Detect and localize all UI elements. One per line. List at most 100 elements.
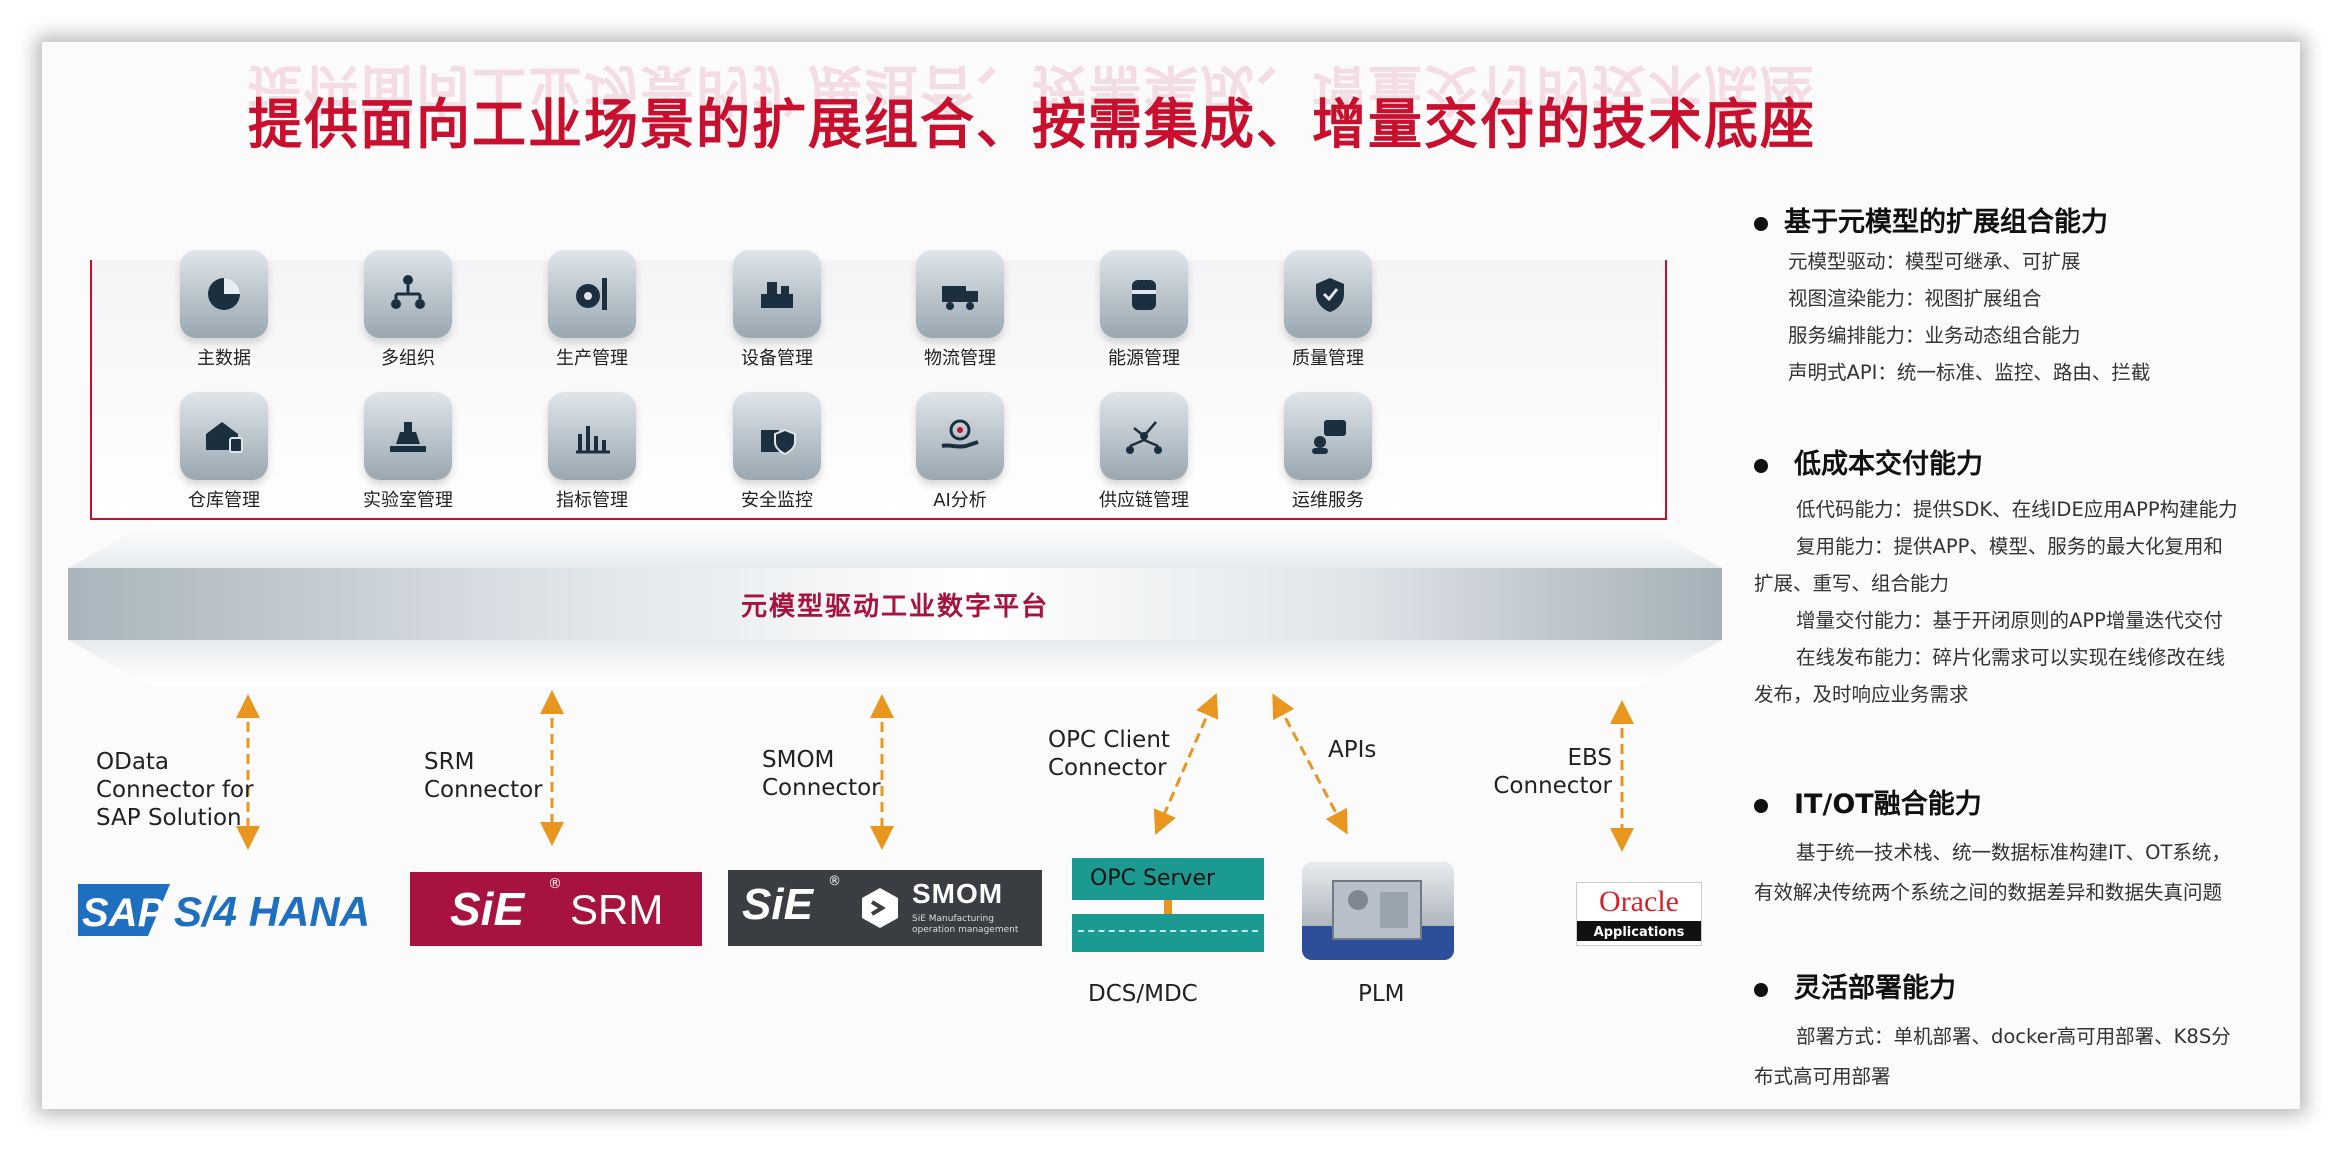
module-label: 运维服务 — [1292, 490, 1364, 511]
service-chat-icon — [1284, 392, 1372, 480]
feature-item: 布式高可用部署 — [1754, 1065, 1891, 1088]
feature-heading: 灵活部署能力 — [1794, 973, 1956, 1004]
module-tile[interactable]: 实验室管理 — [313, 392, 503, 532]
module-tile[interactable]: 生产管理 — [497, 250, 687, 390]
module-tile[interactable]: 指标管理 — [497, 392, 687, 532]
sap-connector-label: OData Connector for SAP Solution — [96, 749, 254, 831]
feature-section-4: 灵活部署能力 部署方式：单机部署、docker高可用部署、K8S分 布式高可用部… — [1754, 966, 2300, 1097]
sap-logo: SAP S/4 HANA — [78, 880, 378, 940]
truck-icon — [916, 250, 1004, 338]
feature-item: 增量交付能力：基于开闭原则的APP增量迭代交付 — [1796, 609, 2223, 632]
module-label: 实验室管理 — [363, 490, 453, 511]
module-tile[interactable]: 供应链管理 — [1049, 392, 1239, 532]
module-tile[interactable]: 多组织 — [313, 250, 503, 390]
module-label: 能源管理 — [1108, 348, 1180, 369]
feature-section-2: 低成本交付能力 低代码能力：提供SDK、在线IDE应用APP构建能力 复用能力：… — [1754, 442, 2300, 713]
feature-item: 视图渲染能力：视图扩展组合 — [1788, 287, 2042, 310]
bullet-icon — [1754, 798, 1768, 813]
safety-shield-icon — [733, 392, 821, 480]
plm-label: PLM — [1358, 981, 1405, 1007]
org-chart-icon — [364, 250, 452, 338]
feature-item: 在线发布能力：碎片化需求可以实现在线修改在线 — [1796, 646, 2226, 669]
gear-wrench-icon — [548, 250, 636, 338]
sie-srm-logo: SiE ® SRM — [410, 872, 702, 946]
module-label: 安全监控 — [741, 490, 813, 511]
module-tile[interactable]: 仓库管理 — [129, 392, 319, 532]
module-label: 供应链管理 — [1099, 490, 1189, 511]
dcs-diagram: OPC Server — [1072, 858, 1264, 970]
opc-server-box: OPC Server — [1072, 858, 1264, 900]
opc-connector-label: OPC Client Connector — [1048, 727, 1170, 781]
feature-item: 元模型驱动：模型可继承、可扩展 — [1788, 250, 2081, 273]
ebs-connector-label: EBS Connector — [1493, 745, 1612, 799]
feature-heading: IT/OT融合能力 — [1794, 789, 1982, 820]
smom-hex-icon — [862, 888, 898, 928]
bullet-icon — [1754, 458, 1768, 473]
apis-label: APIs — [1328, 737, 1377, 763]
registered-mark: ® — [828, 874, 841, 889]
equipment-icon — [733, 250, 821, 338]
connector-arrows — [236, 690, 1634, 852]
supply-chain-icon — [1100, 392, 1188, 480]
feature-item: 部署方式：单机部署、docker高可用部署、K8S分 — [1796, 1025, 2231, 1048]
module-label: 主数据 — [197, 348, 251, 369]
module-tile[interactable]: 安全监控 — [682, 392, 872, 532]
feature-heading: 基于元模型的扩展组合能力 — [1784, 207, 2108, 238]
pie-chart-icon — [180, 250, 268, 338]
modules-panel — [90, 260, 1667, 520]
oracle-logo: Oracle Applications — [1576, 882, 1702, 946]
module-tile[interactable]: AI分析 — [865, 392, 1055, 532]
dcs-label: DCS/MDC — [1088, 981, 1198, 1007]
module-tile[interactable]: 能源管理 — [1049, 250, 1239, 390]
module-label: AI分析 — [933, 490, 987, 511]
feature-section-3: IT/OT融合能力 基于统一技术栈、统一数据标准构建IT、OT系统， 有效解决传… — [1754, 782, 2300, 913]
module-label: 指标管理 — [556, 490, 628, 511]
module-label: 多组织 — [381, 348, 435, 369]
platform-bottom-fan — [68, 640, 1722, 686]
srm-connector-label: SRM Connector — [424, 749, 543, 803]
feature-item: 基于统一技术栈、统一数据标准构建IT、OT系统， — [1796, 841, 2231, 864]
sie-smom-logo: SiE ® SMOM SiE Manufacturing operation m… — [728, 870, 1042, 946]
feature-item: 扩展、重写、组合能力 — [1754, 572, 1950, 595]
quality-shield-icon — [1284, 250, 1372, 338]
module-tile[interactable]: 物流管理 — [865, 250, 1055, 390]
module-label: 质量管理 — [1292, 348, 1364, 369]
sap-brand: SAP — [82, 891, 165, 935]
feature-item: 服务编排能力：业务动态组合能力 — [1788, 324, 2081, 347]
bullet-icon — [1754, 216, 1768, 231]
smom-product: SMOM — [912, 878, 1004, 909]
module-label: 仓库管理 — [188, 490, 260, 511]
platform-bar: 元模型驱动工业数字平台 — [68, 568, 1722, 640]
smom-connector-label: SMOM Connector — [762, 747, 881, 801]
feature-item: 有效解决传统两个系统之间的数据差异和数据失真问题 — [1754, 881, 2223, 904]
plm-image — [1302, 862, 1454, 960]
opc-arrow — [1153, 692, 1219, 836]
srm-product: SRM — [570, 886, 664, 933]
feature-heading: 低成本交付能力 — [1794, 449, 1983, 480]
dcs-bus — [1072, 914, 1264, 952]
bullet-icon — [1754, 982, 1768, 997]
oracle-subtitle: Applications — [1593, 925, 1685, 940]
slide: 提供面向工业场景的扩展组合、按需集成、增量交付的技术底座 提供面向工业场景的扩展… — [42, 42, 2300, 1109]
feature-item: 复用能力：提供APP、模型、服务的最大化复用和 — [1796, 535, 2223, 558]
feature-item: 发布，及时响应业务需求 — [1754, 683, 1969, 706]
feature-item: 低代码能力：提供SDK、在线IDE应用APP构建能力 — [1796, 498, 2238, 521]
smom-brand: SiE — [742, 880, 813, 929]
apis-arrow — [1272, 693, 1348, 835]
module-tile[interactable]: 设备管理 — [682, 250, 872, 390]
module-tile[interactable]: 主数据 — [129, 250, 319, 390]
registered-mark: ® — [548, 876, 562, 892]
module-tile[interactable]: 运维服务 — [1233, 392, 1423, 532]
oracle-sub-bar: Applications — [1577, 921, 1701, 941]
module-tile[interactable]: 质量管理 — [1233, 250, 1423, 390]
module-label: 物流管理 — [924, 348, 996, 369]
module-label: 设备管理 — [741, 348, 813, 369]
oracle-brand: Oracle — [1599, 885, 1679, 918]
feature-section-1: 基于元模型的扩展组合能力 元模型驱动：模型可继承、可扩展 视图渲染能力：视图扩展… — [1754, 200, 2300, 391]
sap-product: S/4 HANA — [174, 888, 370, 935]
smom-subtitle: SiE Manufacturing operation management — [912, 914, 1019, 935]
opc-server-label: OPC Server — [1090, 866, 1216, 891]
page-title: 提供面向工业场景的扩展组合、按需集成、增量交付的技术底座 — [248, 93, 1816, 156]
ai-hand-icon — [916, 392, 1004, 480]
warehouse-icon — [180, 392, 268, 480]
